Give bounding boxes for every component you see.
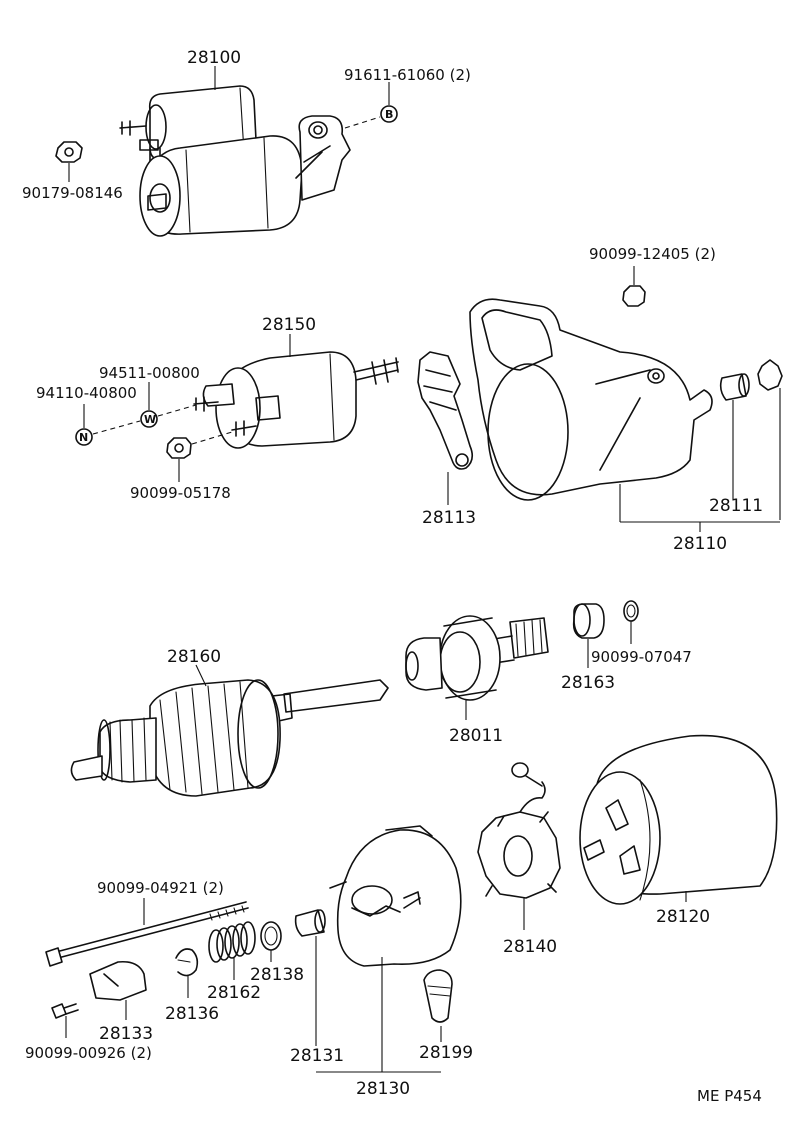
- cap-28199: [423, 969, 453, 1023]
- label-94511-00800: 94511-00800: [99, 364, 200, 382]
- washer-b: [380, 105, 398, 123]
- label-28138: 28138: [250, 965, 304, 985]
- drive-housing-28110: [469, 298, 713, 501]
- collar-28163: [572, 603, 605, 639]
- label-94110-40800: 94110-40800: [36, 384, 137, 402]
- clutch-28011: [405, 615, 549, 701]
- cap-28111: [757, 359, 783, 391]
- label-28130: 28130: [356, 1079, 410, 1099]
- cover-28133: [89, 960, 147, 1001]
- marker-n: N: [79, 431, 88, 444]
- label-90099-05178: 90099-05178: [130, 484, 231, 502]
- label-28011: 28011: [449, 726, 503, 746]
- label-28150: 28150: [262, 315, 316, 335]
- label-91611-61060: 91611-61060 (2): [344, 66, 471, 84]
- screw-90099-00926: [51, 1003, 79, 1019]
- nut-90099-12405: [622, 285, 646, 307]
- nut-90179: [55, 141, 83, 163]
- lever-28113: [417, 351, 474, 470]
- starter-assembly-28100: [119, 85, 351, 237]
- bushing-28111: [719, 373, 750, 401]
- bushing-28131: [294, 909, 326, 937]
- label-28160: 28160: [167, 647, 221, 667]
- solenoid-28150: [193, 351, 399, 449]
- label-28133: 28133: [99, 1024, 153, 1044]
- label-90099-07047: 90099-07047: [591, 648, 692, 666]
- label-28111: 28111: [709, 496, 763, 516]
- label-28113: 28113: [422, 508, 476, 528]
- clip-28136: [175, 948, 199, 977]
- o-ring-28138: [260, 921, 282, 951]
- label-28110: 28110: [673, 534, 727, 554]
- label-28136: 28136: [165, 1004, 219, 1024]
- label-28131: 28131: [290, 1046, 344, 1066]
- end-frame-28130: [329, 825, 462, 967]
- nut-90099-05178: [166, 437, 192, 459]
- washer-w: [140, 410, 158, 428]
- snap-ring-90099-07047: [623, 600, 639, 622]
- label-90179-08146: 90179-08146: [22, 184, 123, 202]
- label-28140: 28140: [503, 937, 557, 957]
- footer-code: ME P454: [697, 1087, 762, 1105]
- label-28162: 28162: [207, 983, 261, 1003]
- brush-holder-28140: [477, 762, 561, 899]
- label-90099-04921: 90099-04921 (2): [97, 879, 224, 897]
- label-28100: 28100: [187, 48, 241, 68]
- spring-28162: [208, 921, 256, 963]
- label-90099-00926: 90099-00926 (2): [25, 1044, 152, 1062]
- through-bolt-90099-04921: [45, 901, 249, 967]
- label-28163: 28163: [561, 673, 615, 693]
- label-28199: 28199: [419, 1043, 473, 1063]
- yoke-28120: [579, 734, 778, 905]
- marker-w: W: [144, 413, 156, 426]
- marker-b: B: [385, 108, 393, 121]
- armature-28160: [70, 679, 389, 797]
- nut-n: [75, 428, 93, 446]
- label-90099-12405: 90099-12405 (2): [589, 245, 716, 263]
- label-28120: 28120: [656, 907, 710, 927]
